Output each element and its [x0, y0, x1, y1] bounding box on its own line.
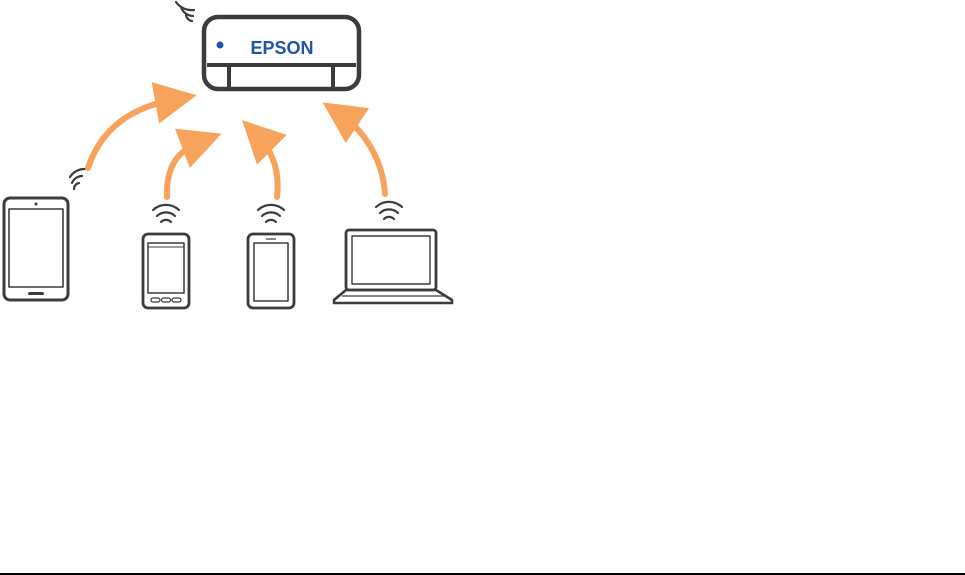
iphone [248, 234, 294, 308]
android-phone-key-left [151, 298, 160, 302]
tablet-home-button [28, 292, 44, 295]
tablet [4, 198, 68, 300]
arrow-laptop-to-printer [340, 114, 385, 194]
android-phone [143, 234, 189, 308]
laptop-screen [352, 236, 430, 284]
arrow-tablet-to-printer [88, 99, 176, 168]
tablet-camera [35, 203, 38, 206]
iphone-wifi-icon [258, 205, 284, 222]
laptop-wifi-icon [376, 202, 402, 219]
android-phone-key-middle [162, 298, 171, 302]
android-phone-key-right [172, 298, 181, 302]
android-phone-wifi-icon [153, 205, 179, 222]
smartphone-icon [143, 234, 189, 308]
iphone-screen [254, 243, 288, 301]
printer: EPSON [204, 17, 359, 89]
android-phone-screen [148, 243, 184, 293]
printer-brand-label: EPSON [250, 38, 313, 58]
printer-paper-tray [229, 65, 333, 89]
tablet-icon [4, 198, 68, 300]
printer-wifi-icon [176, 2, 194, 21]
tablet-screen [9, 209, 63, 287]
smartphone-icon [248, 234, 294, 308]
tablet-wifi-icon [70, 169, 85, 189]
laptop-icon [346, 230, 436, 290]
arrow-iphone-to-printer [257, 135, 278, 197]
arrow-android-phone-to-printer [167, 141, 202, 197]
printer-power-light [217, 42, 224, 49]
connection-arrows [88, 99, 385, 197]
laptop [334, 230, 452, 303]
